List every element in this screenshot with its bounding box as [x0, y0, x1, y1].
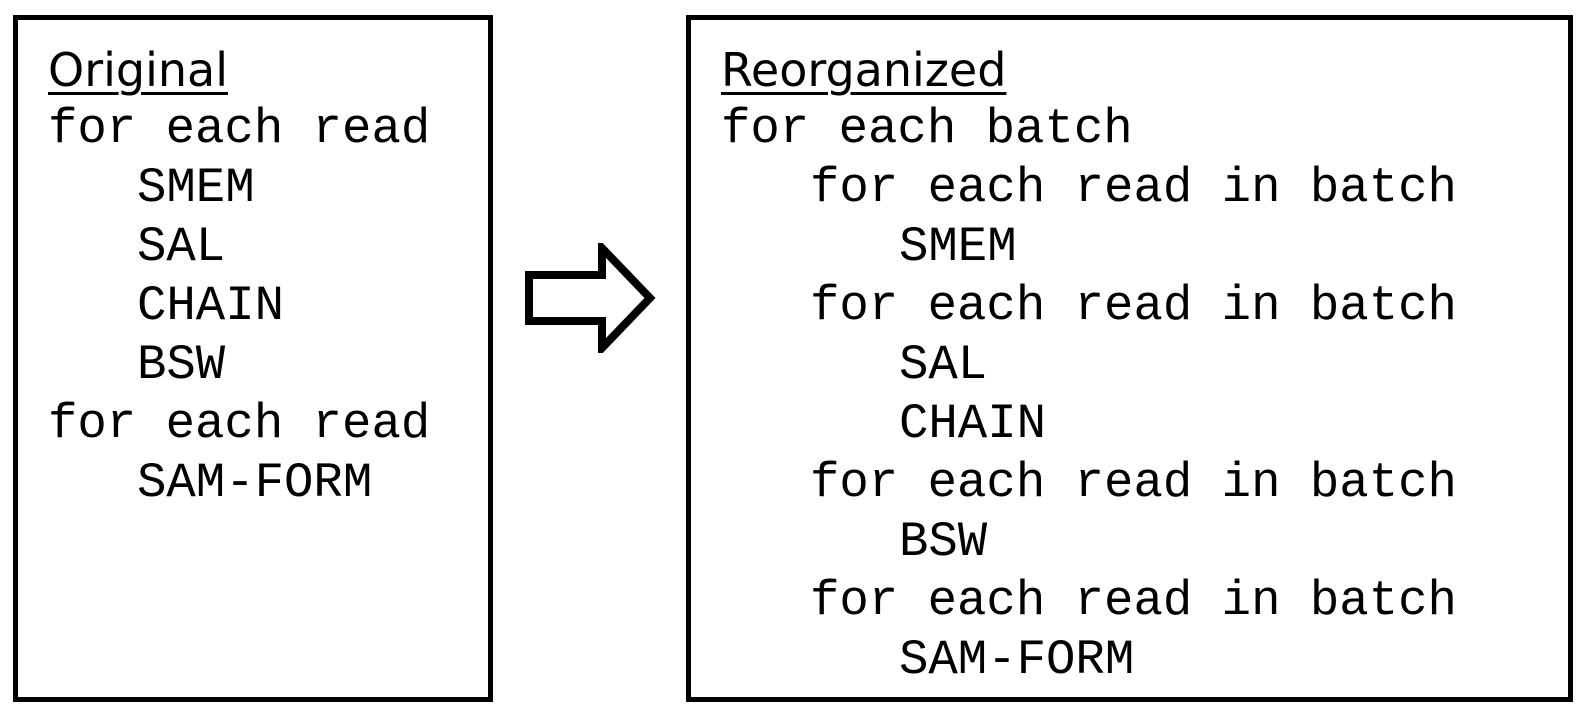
code-line-step: SAL: [137, 219, 226, 275]
code-line-inner-loop: for each read in batch: [810, 278, 1457, 334]
code-line-step: SMEM: [899, 219, 1017, 275]
code-line-step: CHAIN: [137, 278, 285, 334]
code-line-inner-loop: for each read in batch: [810, 573, 1457, 629]
code-line-step: SMEM: [137, 160, 255, 216]
reorganized-panel: Reorganized for each batch for each read…: [686, 15, 1573, 702]
code-line-outer-loop: for each batch: [721, 101, 1133, 157]
code-line-step: SAM-FORM: [899, 632, 1135, 688]
original-title: Original: [48, 43, 229, 97]
reorganized-code-block: for each batch for each read in batch SM…: [721, 100, 1457, 690]
code-line-loop: for each read: [48, 101, 431, 157]
code-line-loop: for each read: [48, 396, 431, 452]
code-line-step: SAM-FORM: [137, 455, 373, 511]
code-line-step: BSW: [899, 514, 988, 570]
right-arrow-icon: [525, 243, 656, 353]
code-line-inner-loop: for each read in batch: [810, 160, 1457, 216]
original-panel: Original for each read SMEM SAL CHAIN BS…: [13, 15, 493, 702]
code-line-step: SAL: [899, 337, 988, 393]
code-line-step: CHAIN: [899, 396, 1047, 452]
reorganized-title: Reorganized: [721, 43, 1007, 97]
code-line-step: BSW: [137, 337, 226, 393]
code-line-inner-loop: for each read in batch: [810, 455, 1457, 511]
original-code-block: for each read SMEM SAL CHAIN BSW for eac…: [48, 100, 430, 513]
